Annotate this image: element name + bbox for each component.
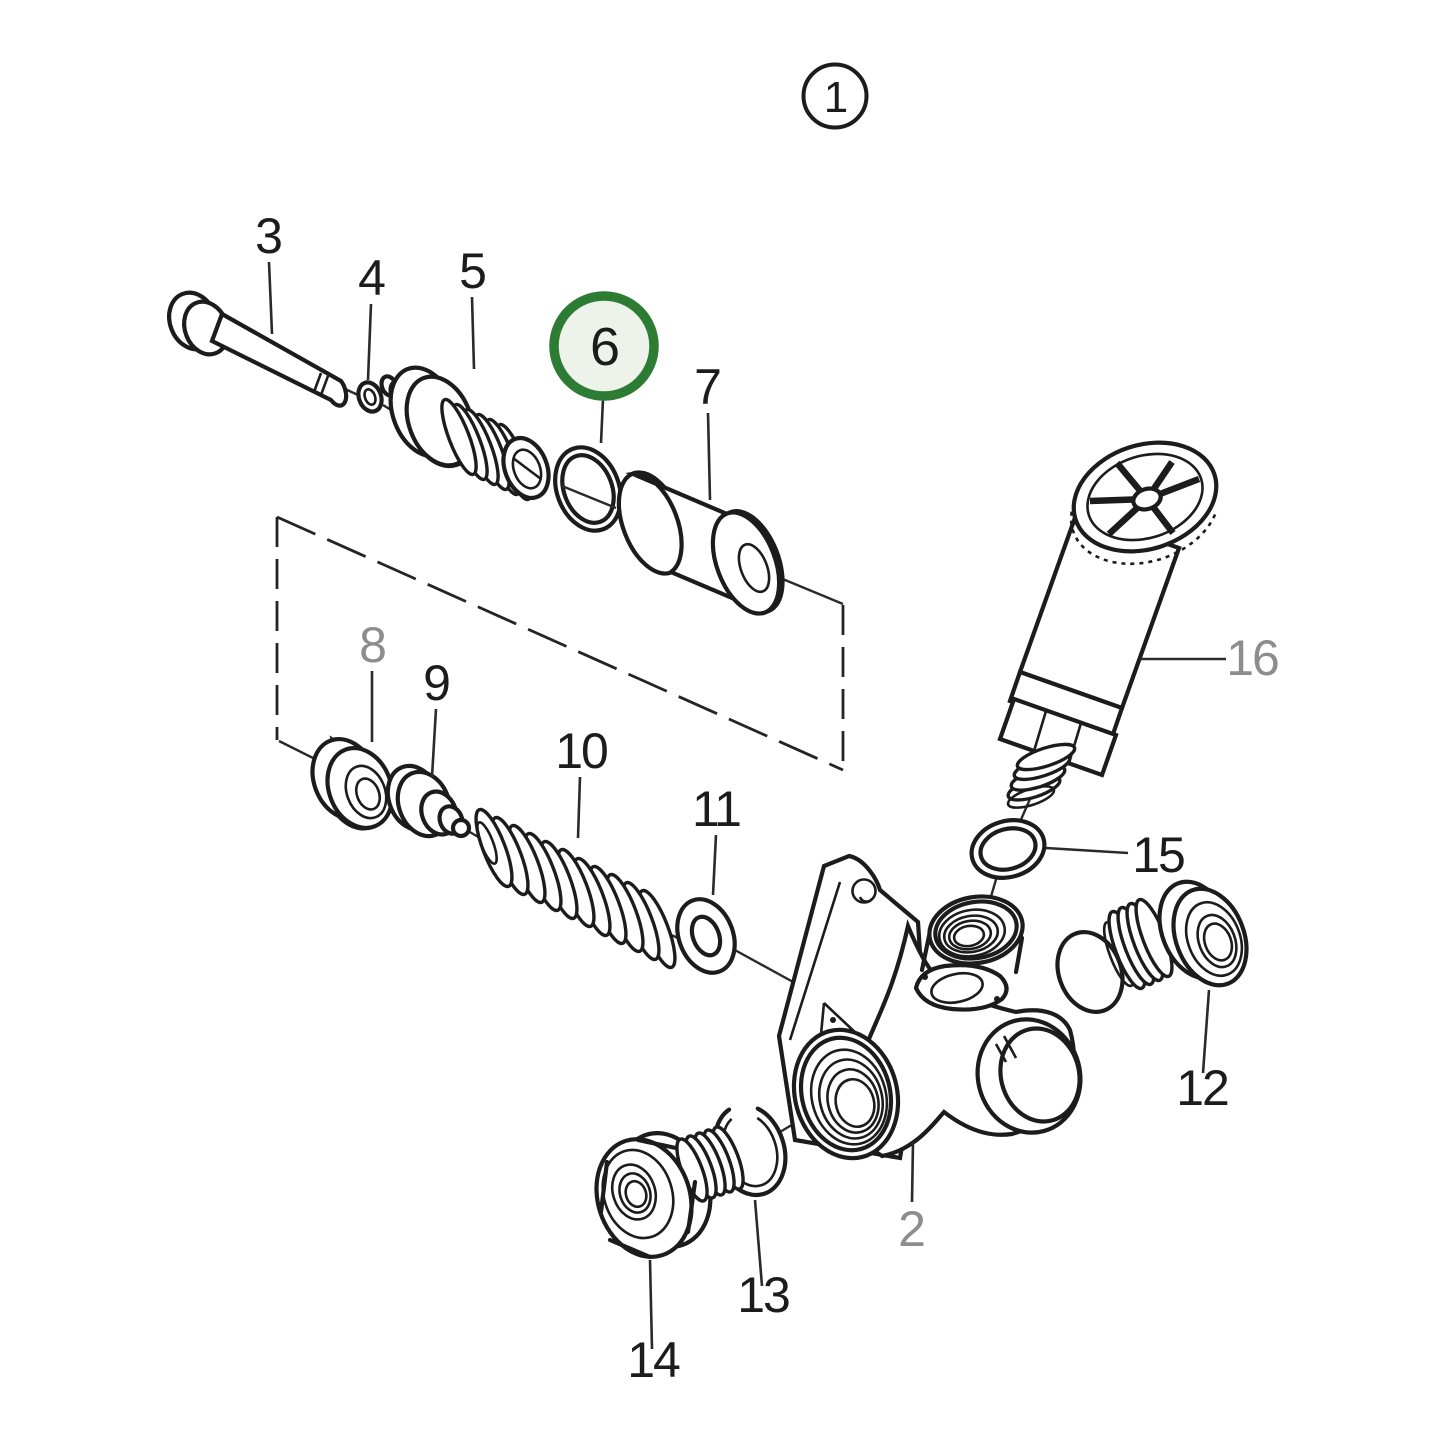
part-label-9[interactable]: 9 (423, 655, 451, 711)
part-9-valve (385, 763, 472, 839)
part-label-7[interactable]: 7 (694, 359, 722, 415)
part-16-hand-primer (997, 440, 1219, 809)
part-label-5[interactable]: 5 (459, 243, 487, 299)
part-6-seal-ring (553, 445, 623, 533)
part-11-washer (675, 897, 737, 975)
part-label-12[interactable]: 12 (1176, 1060, 1230, 1116)
highlight-callout-part-6[interactable]: 6 (549, 291, 659, 401)
part-4-washer (356, 380, 384, 414)
gasket-pad (913, 963, 1009, 1012)
part-8-cup-seal (310, 735, 395, 831)
part-label-11[interactable]: 11 (692, 781, 742, 837)
primer-knurled-wheel (1069, 440, 1219, 566)
part-12-plug (1102, 879, 1249, 991)
part-label-14[interactable]: 14 (627, 1332, 682, 1388)
part-7-piston (616, 470, 785, 616)
part-14-threads (675, 1125, 745, 1203)
part-label-8[interactable]: 8 (359, 617, 387, 673)
assembly-ref-number[interactable]: 1 (824, 73, 849, 122)
part-label-6[interactable]: 6 (590, 317, 620, 377)
leader-lines (267, 261, 1226, 1350)
part-15-o-ring (969, 818, 1047, 880)
part-label-16[interactable]: 16 (1226, 630, 1280, 686)
kit-boundary-dashed-box (275, 515, 845, 772)
part-label-13[interactable]: 13 (737, 1267, 791, 1323)
part-14-fitting (594, 1125, 745, 1260)
front-threaded-port (791, 1027, 901, 1161)
part-5-valve-plug (379, 365, 551, 502)
barrel-end-cap (975, 1017, 1083, 1135)
top-threaded-port (919, 894, 1025, 975)
part-2-pump-body (776, 853, 1125, 1161)
primer-hex (997, 696, 1119, 778)
part-3-pin (167, 290, 349, 408)
part-label-3[interactable]: 3 (255, 208, 283, 264)
part-10-spring (474, 807, 677, 970)
part-labels: 3 4 5 7 8 9 10 11 2 12 13 14 15 16 (255, 208, 1280, 1388)
highlight-ring (549, 291, 659, 401)
assembly-ref-callout[interactable]: 1 (801, 62, 869, 130)
primer-threads (1006, 742, 1077, 809)
part-12-threads (1107, 897, 1174, 991)
part-label-15[interactable]: 15 (1132, 827, 1186, 883)
part-label-10[interactable]: 10 (555, 723, 609, 779)
part-label-2[interactable]: 2 (898, 1201, 926, 1257)
part-label-4[interactable]: 4 (358, 250, 387, 306)
